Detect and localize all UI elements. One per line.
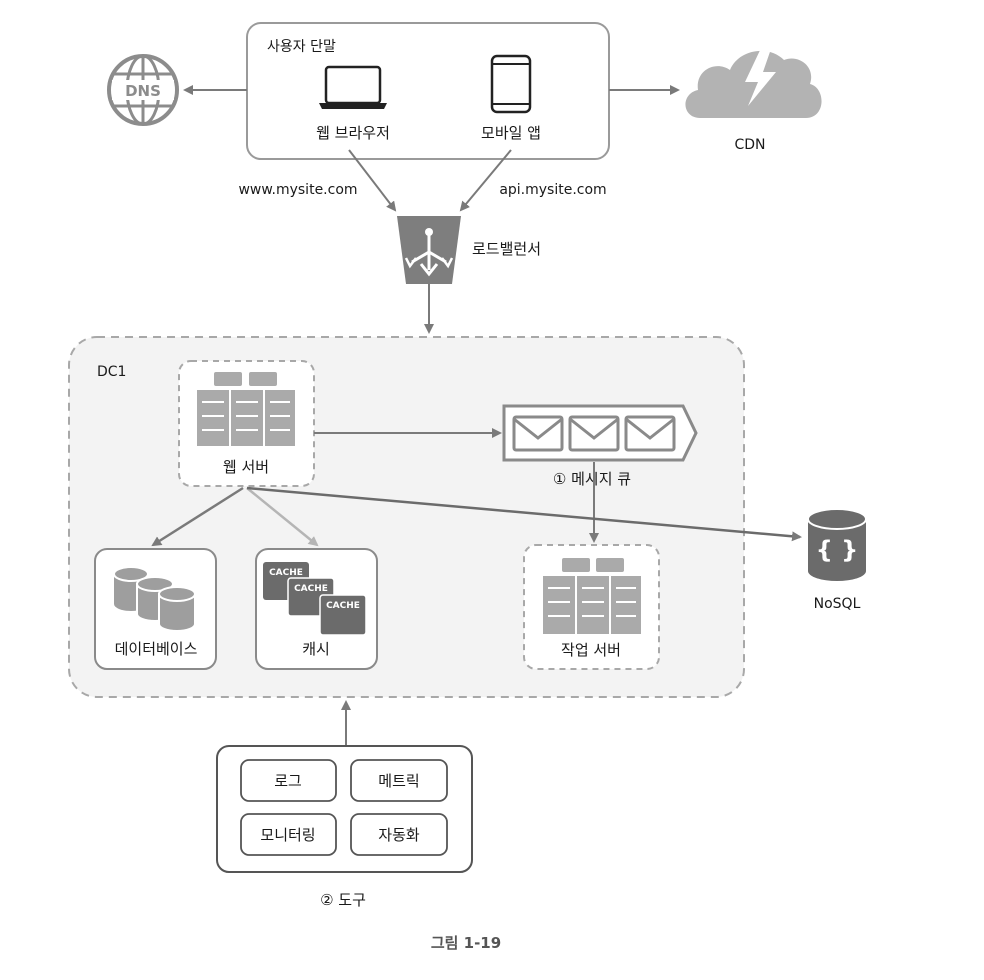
web-to-db-arrow (151, 486, 244, 547)
tools-label: ② 도구 (320, 891, 366, 909)
laptop-icon (319, 65, 387, 109)
cache-stack-icon: CACHE CACHE CACHE (263, 562, 367, 636)
figure-caption: 그림 1-19 (431, 934, 501, 952)
cache: CACHE CACHE CACHE 캐시 (255, 548, 378, 670)
svg-text:CACHE: CACHE (269, 568, 303, 578)
web-to-cache-arrow (246, 487, 319, 547)
tools-group: 로그 메트릭 모니터링 자동화 (216, 745, 473, 873)
tool-automation: 자동화 (350, 813, 448, 856)
server-rack-icon (543, 558, 641, 634)
svg-text:CACHE: CACHE (294, 584, 328, 594)
svg-text:메트릭: 메트릭 (378, 772, 419, 790)
tool-metrics: 메트릭 (350, 759, 448, 802)
datacenter-label: DC1 (97, 364, 126, 380)
tool-logs: 로그 (240, 759, 337, 802)
browser-to-lb-arrow (348, 149, 397, 212)
client-group-label: 사용자 단말 (267, 39, 336, 55)
api-domain-label: api.mysite.com (499, 182, 606, 198)
nosql-label: NoSQL (814, 596, 861, 612)
worker-label: 작업 서버 (561, 641, 621, 659)
web-to-nosql-arrow (246, 486, 802, 542)
database-label: 데이터베이스 (115, 640, 198, 658)
svg-text:모니터링: 모니터링 (260, 826, 315, 844)
worker-server: 작업 서버 (523, 544, 660, 670)
dns-label: DNS (125, 82, 161, 100)
cache-label: 캐시 (302, 640, 330, 658)
load-balancer-icon (397, 216, 461, 284)
svg-text:CACHE: CACHE (326, 601, 360, 611)
svg-text:로그: 로그 (274, 772, 302, 790)
client-group: 사용자 단말 웹 브라우저 모바일 앱 (246, 22, 610, 160)
message-queue: ① 메시지 큐 (502, 404, 698, 488)
message-queue-label: ① 메시지 큐 (553, 470, 631, 488)
cdn-cloud-icon (685, 46, 822, 118)
nosql-database-icon: { } (807, 508, 867, 581)
web-server: 웹 서버 (178, 360, 315, 487)
mobile-app-label: 모바일 앱 (481, 124, 541, 142)
svg-text:자동화: 자동화 (378, 826, 420, 844)
server-rack-icon (197, 372, 295, 446)
load-balancer-label: 로드밸런서 (472, 240, 541, 258)
web-domain-label: www.mysite.com (238, 182, 357, 198)
web-browser-label: 웹 브라우저 (316, 124, 390, 142)
cdn-label: CDN (734, 137, 765, 153)
dns-globe-icon: DNS (107, 54, 179, 126)
tool-monitoring: 모니터링 (240, 813, 337, 856)
app-to-lb-arrow (459, 149, 512, 212)
svg-text:{ }: { } (816, 536, 859, 564)
datacenter-dc1: DC1 웹 서버 (68, 336, 745, 698)
database-cylinder-icon (113, 566, 196, 632)
database: 데이터베이스 (94, 548, 217, 670)
web-server-label: 웹 서버 (223, 458, 269, 476)
envelope-icon (512, 415, 676, 452)
mobile-phone-icon (490, 54, 532, 114)
